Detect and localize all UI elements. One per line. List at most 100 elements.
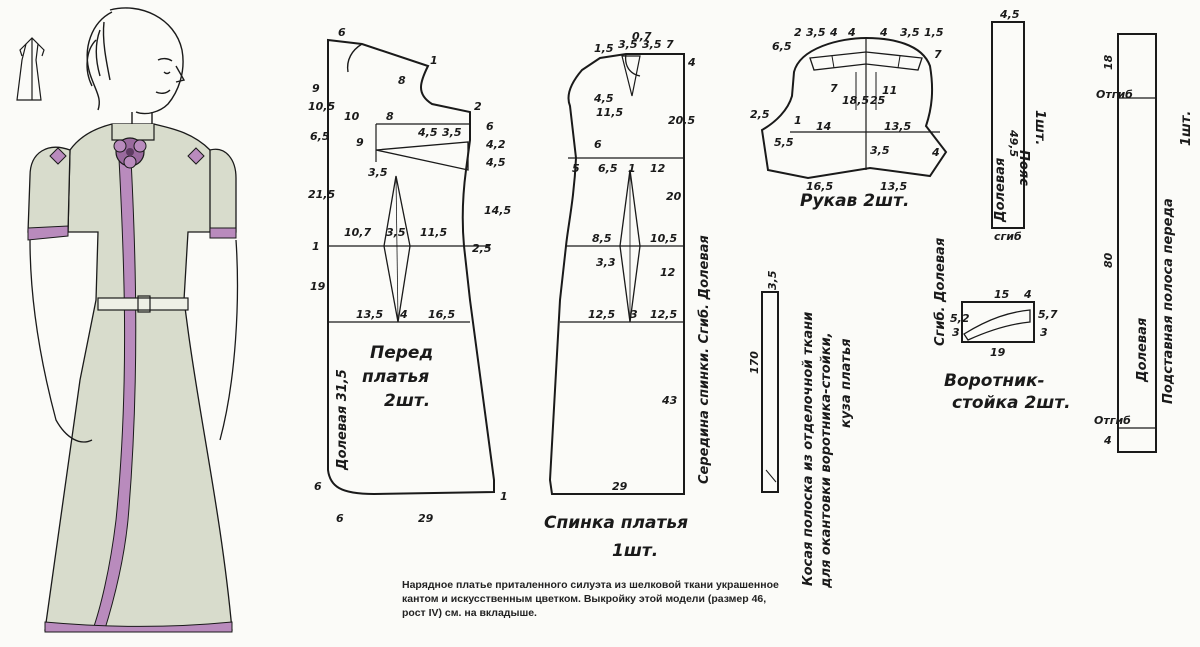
- dim: 4: [1023, 288, 1032, 301]
- dim: 21,5: [308, 188, 335, 201]
- facing-label: Долевая: [1135, 318, 1150, 383]
- dim: 3,5: [900, 26, 920, 39]
- dim: 4: [687, 56, 696, 69]
- dim: 12: [650, 162, 666, 175]
- dim: 6: [486, 120, 494, 133]
- belt-label: 1шт.: [1032, 110, 1047, 145]
- dim: 20: [666, 190, 682, 203]
- dim: 49,5: [1007, 129, 1020, 157]
- dim: 20,5: [668, 114, 695, 127]
- dim: 12,5: [650, 308, 677, 321]
- dim: 4,2: [485, 138, 506, 151]
- dim: 4: [931, 146, 940, 159]
- dim: 15: [994, 288, 1010, 301]
- dim: 1: [628, 162, 636, 175]
- sleeve-piece-dimensions: 6,5 2 3,5 4 4 4 3,5 1,5 7 2,5 7 18,5 25 …: [750, 26, 944, 211]
- dim: 13,5: [880, 180, 907, 193]
- dim: 10,5: [308, 100, 335, 113]
- dim: 2: [794, 26, 802, 39]
- belt-label: Долевая: [993, 158, 1008, 223]
- dim: 4: [847, 26, 856, 39]
- back-piece: [548, 53, 685, 495]
- front-title: 2шт.: [384, 391, 430, 411]
- dim: 8,5: [592, 232, 612, 245]
- collar-title: стойка 2шт.: [952, 393, 1071, 413]
- dim: 19: [990, 346, 1006, 359]
- dim: 1,5: [924, 26, 944, 39]
- dim: 3: [952, 326, 960, 339]
- sleeve-piece: [760, 36, 948, 180]
- dim: 2: [474, 100, 482, 113]
- dim: 4,5: [417, 126, 438, 139]
- bias-label: для окантовки воротника-стойки,: [819, 332, 834, 589]
- dim: 6: [594, 138, 602, 151]
- collar-title: Воротник-: [944, 371, 1045, 391]
- collar-piece: 15 4 5,2 3 5,7 3 19 Сгиб. Долевая Воротн…: [933, 238, 1071, 413]
- dim: 1: [794, 114, 802, 127]
- belt-piece: 4,5 49,5 сгиб Долевая Пояс 1шт.: [991, 8, 1047, 243]
- belt-label: Пояс: [1016, 150, 1031, 186]
- dim: 3,5: [386, 226, 406, 239]
- dim: 5,5: [774, 136, 794, 149]
- dim: 43: [661, 394, 678, 407]
- dim: 2,5: [750, 108, 770, 121]
- back-piece-dimensions: 1,5 3,5 0,7 3,5 7 4 4,5 11,5 20,5 6 5 6,…: [544, 30, 712, 561]
- dim: 5: [572, 162, 580, 175]
- facing-strip-piece: 18 Отгиб 80 Отгиб 4 Долевая Подставная п…: [1094, 33, 1194, 453]
- dim: 80: [1102, 252, 1115, 268]
- dim: 3,5: [870, 144, 890, 157]
- dim: 18,5: [842, 94, 869, 107]
- dim: 1,5: [594, 42, 614, 55]
- dim: 5,7: [1038, 308, 1058, 321]
- dim: 18: [1102, 54, 1115, 70]
- dim: 1: [500, 490, 508, 503]
- back-title: Спинка платья: [544, 513, 688, 533]
- front-title: платья: [362, 367, 429, 387]
- dim: 7: [934, 48, 942, 61]
- dim: 4: [879, 26, 888, 39]
- dim: сгиб: [994, 230, 1022, 243]
- bias-label: куза платья: [839, 338, 854, 428]
- dim: 1: [312, 240, 320, 253]
- dim: 3,5: [442, 126, 462, 139]
- dim: 4,5: [999, 8, 1020, 21]
- back-title: 1шт.: [612, 541, 658, 561]
- dim: 4: [1103, 434, 1112, 447]
- front-grain-label: Долевая 31,5: [335, 369, 350, 471]
- dim: 6: [338, 26, 346, 39]
- dim: 0,7: [632, 30, 652, 43]
- dim: 6,5: [310, 130, 330, 143]
- collar-side-label: Сгиб. Долевая: [933, 238, 948, 346]
- dim: 3,5: [642, 38, 662, 51]
- dim: 6,5: [772, 40, 792, 53]
- dim: Отгиб: [1094, 414, 1131, 427]
- dim: 11: [882, 84, 897, 97]
- dim: 4: [399, 308, 408, 321]
- dim: 29: [418, 512, 434, 525]
- facing-label: 1шт.: [1179, 111, 1194, 146]
- dim: 11,5: [420, 226, 447, 239]
- bias-label: Косая полоска из отделочной ткани: [801, 312, 816, 586]
- dim: 8: [386, 110, 394, 123]
- dim: 9: [356, 136, 364, 149]
- dim: 8: [398, 74, 406, 87]
- dim: 4,5: [485, 156, 506, 169]
- dim: 5,2: [950, 312, 970, 325]
- dim: 16,5: [806, 180, 833, 193]
- dim: 10,7: [344, 226, 371, 239]
- dim: 3,5: [618, 38, 638, 51]
- flower-icon: [113, 137, 147, 169]
- dim: 10,5: [650, 232, 677, 245]
- dim: 11,5: [596, 106, 623, 119]
- dim: 7: [666, 38, 674, 51]
- dim: 3: [1040, 326, 1048, 339]
- dim: 3,3: [596, 256, 616, 269]
- dim: 3: [630, 308, 638, 321]
- front-piece-dimensions: 6 9 10,5 6,5 21,5 1 19 2 4,5 3,5 6 4,2 4…: [308, 26, 511, 525]
- dim: 3,5: [806, 26, 826, 39]
- dim: 13,5: [884, 120, 911, 133]
- dim: 1: [430, 54, 438, 67]
- dim: 4,5: [593, 92, 614, 105]
